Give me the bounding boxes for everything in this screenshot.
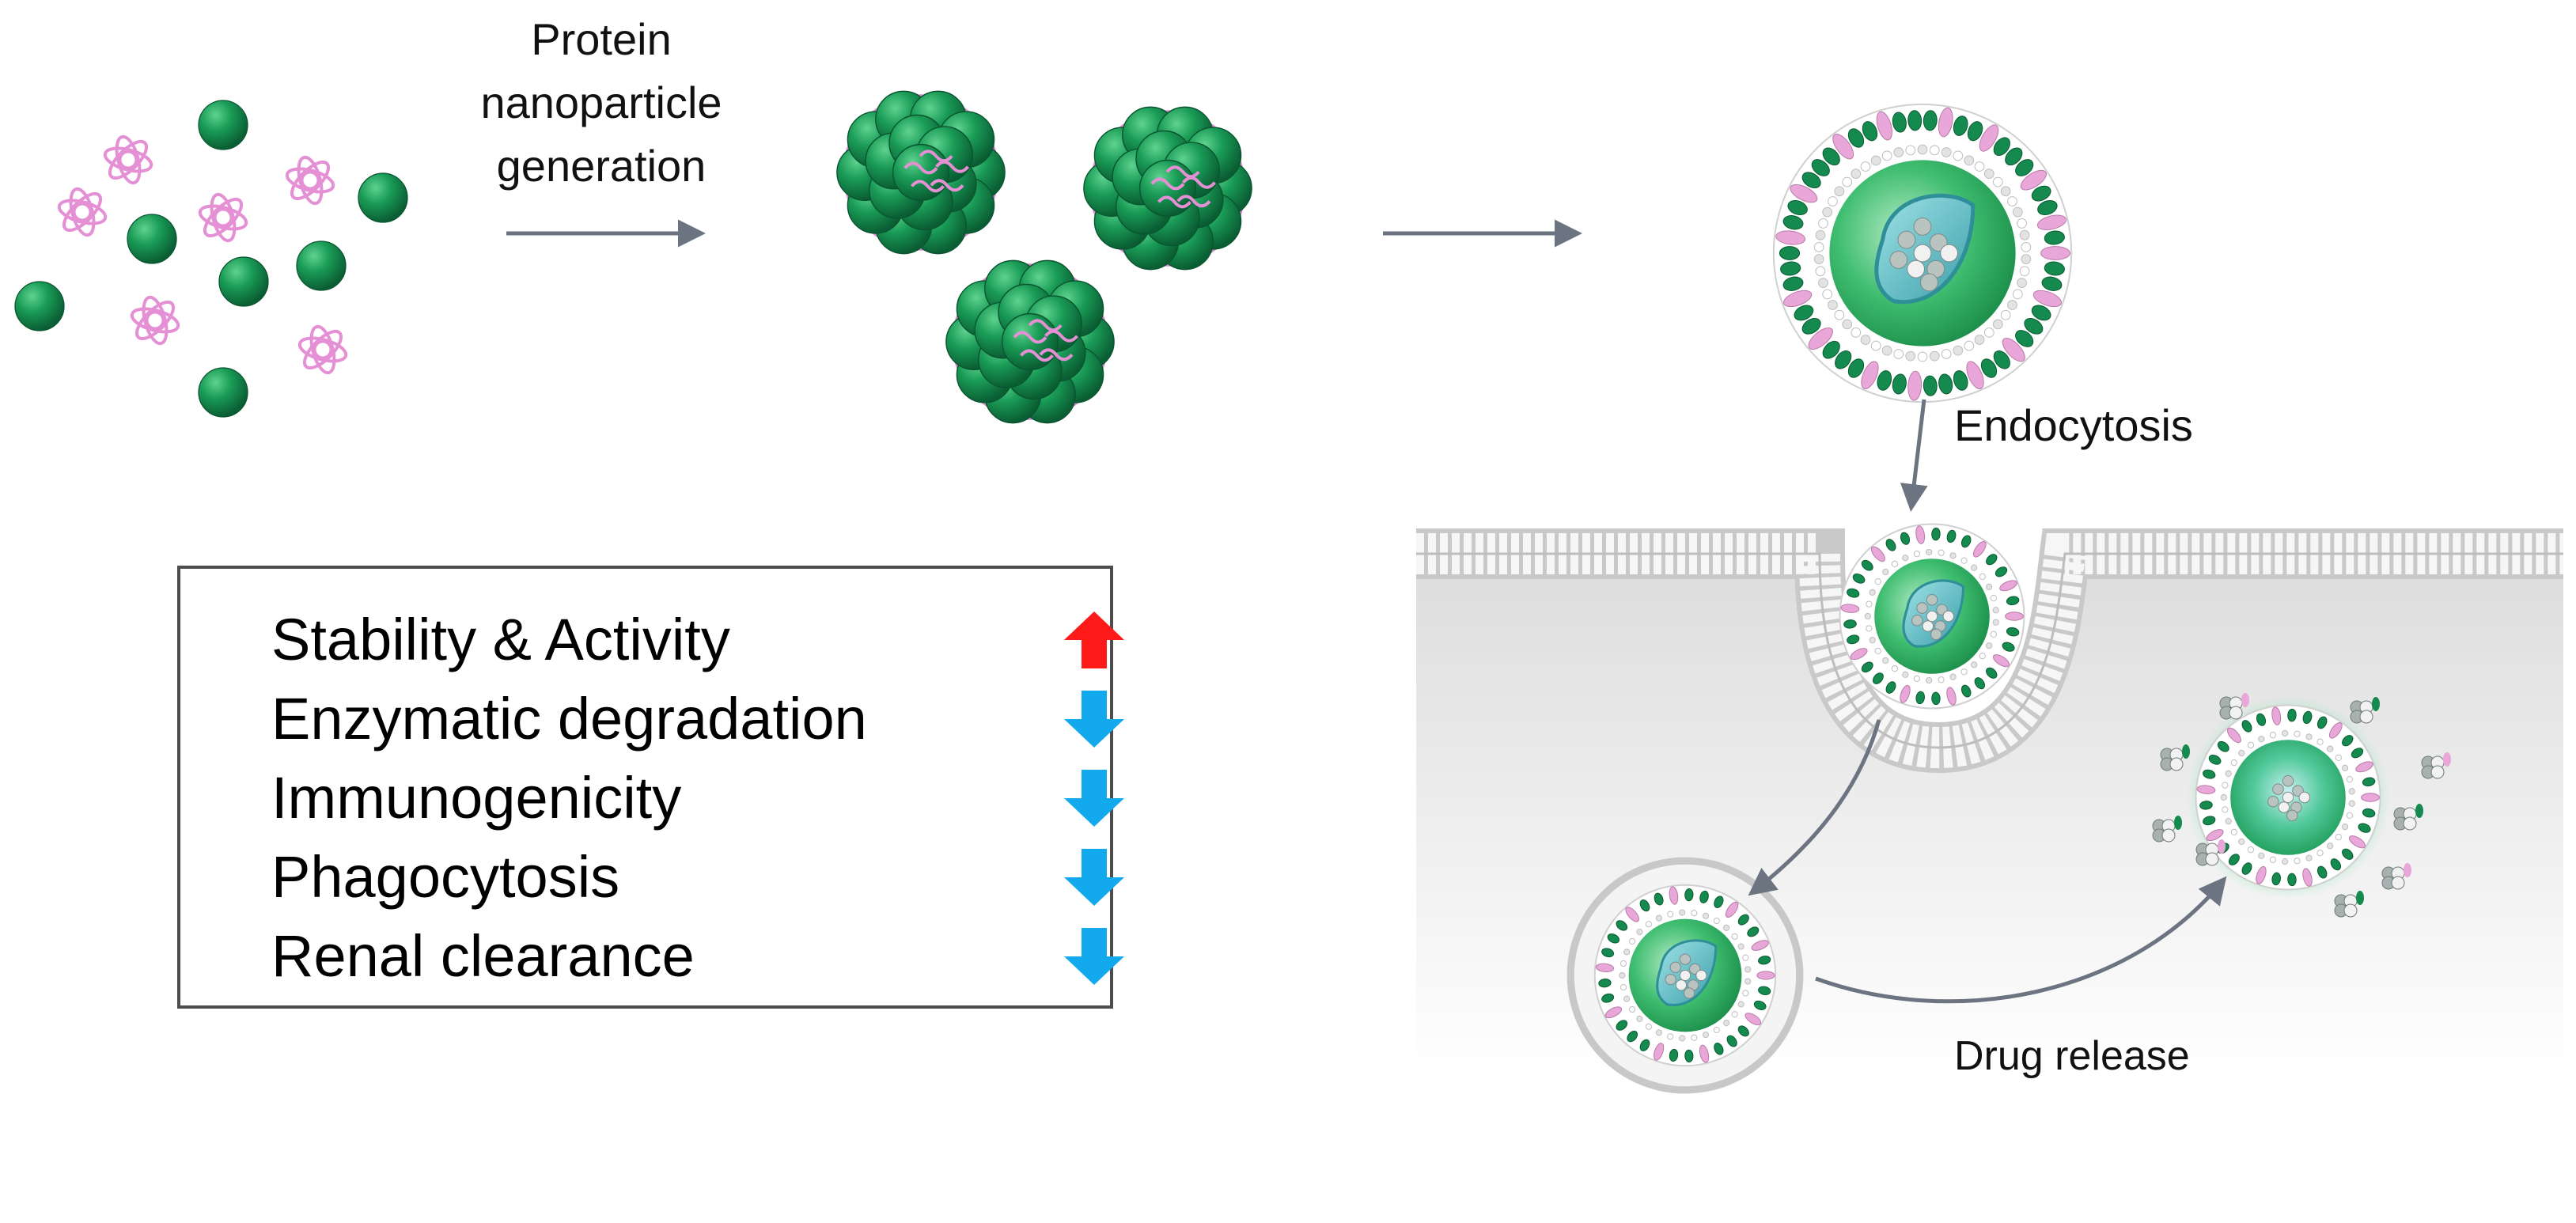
- benefit-row: Phagocytosis: [271, 838, 1124, 917]
- benefit-label: Phagocytosis: [271, 844, 620, 910]
- endosome: [1566, 857, 1804, 1094]
- nanoparticle: [1083, 106, 1252, 271]
- drug-molecule: [57, 187, 108, 237]
- benefit-row: Renal clearance: [271, 917, 1124, 996]
- released-drug: [2219, 693, 2249, 720]
- protein-monomer: [127, 214, 177, 264]
- protein-nanoparticles: [836, 90, 1252, 424]
- protein-monomer: [296, 240, 347, 291]
- protein-monomer: [892, 143, 950, 202]
- drug-molecule: [198, 192, 248, 243]
- protein-monomer: [1138, 159, 1197, 218]
- benefit-label: Stability & Activity: [271, 607, 730, 672]
- arrow-to-endosome: [1748, 719, 1881, 896]
- released-drug: [2393, 804, 2423, 831]
- released-drug: [2160, 744, 2190, 771]
- released-drug: [2334, 891, 2364, 918]
- step-label-line: nanoparticle: [480, 78, 722, 127]
- free-proteins-and-drugs: [14, 100, 408, 418]
- released-drug: [2381, 863, 2411, 890]
- protein-monomer: [358, 172, 408, 223]
- drug-molecule: [103, 134, 153, 185]
- arrow-down-icon: [1064, 928, 1124, 985]
- released-drug: [2195, 839, 2226, 866]
- step-label-line: Protein: [531, 14, 672, 64]
- drug-molecule: [285, 155, 335, 206]
- drug-release-label: Drug release: [1954, 1033, 2190, 1079]
- released-drug: [2350, 697, 2380, 724]
- drug-molecule: [130, 295, 180, 346]
- benefit-label: Renal clearance: [271, 923, 695, 989]
- protein-monomer: [198, 100, 248, 150]
- vesicle-drug-release: [2152, 693, 2451, 918]
- arrow-down-icon: [1064, 770, 1124, 827]
- arrow-endocytosis: [1900, 399, 1928, 512]
- benefit-label: Enzymatic degradation: [271, 686, 867, 752]
- released-drug: [2421, 752, 2451, 779]
- protein-monomer: [218, 256, 269, 307]
- drug-molecule: [297, 324, 348, 375]
- nanoparticle: [836, 90, 1006, 255]
- benefit-row: Immunogenicity: [271, 759, 1124, 838]
- endocytosis-label: Endocytosis: [1954, 400, 2193, 450]
- vesicle-endocytic-pit: [1839, 523, 2025, 710]
- vesicle-extracellular: [1772, 103, 2073, 403]
- arrow-up-icon: [1064, 612, 1124, 668]
- protein-monomer: [1001, 312, 1059, 371]
- nanoparticle: [945, 259, 1115, 424]
- benefit-row: Stability & Activity: [271, 600, 1124, 680]
- benefit-label: Immunogenicity: [271, 765, 682, 831]
- protein-monomer: [14, 281, 65, 331]
- arrow-drug-release: [1815, 876, 2227, 1004]
- protein-monomer: [198, 367, 248, 418]
- arrow-down-icon: [1064, 691, 1124, 748]
- step-label-line: generation: [496, 141, 707, 191]
- step-label-generation: Protein nanoparticle generation: [443, 8, 760, 198]
- benefit-row: Enzymatic degradation: [271, 680, 1124, 759]
- arrow-down-icon: [1064, 849, 1124, 906]
- cell-membrane: [1416, 528, 2563, 774]
- released-drug: [2152, 816, 2182, 842]
